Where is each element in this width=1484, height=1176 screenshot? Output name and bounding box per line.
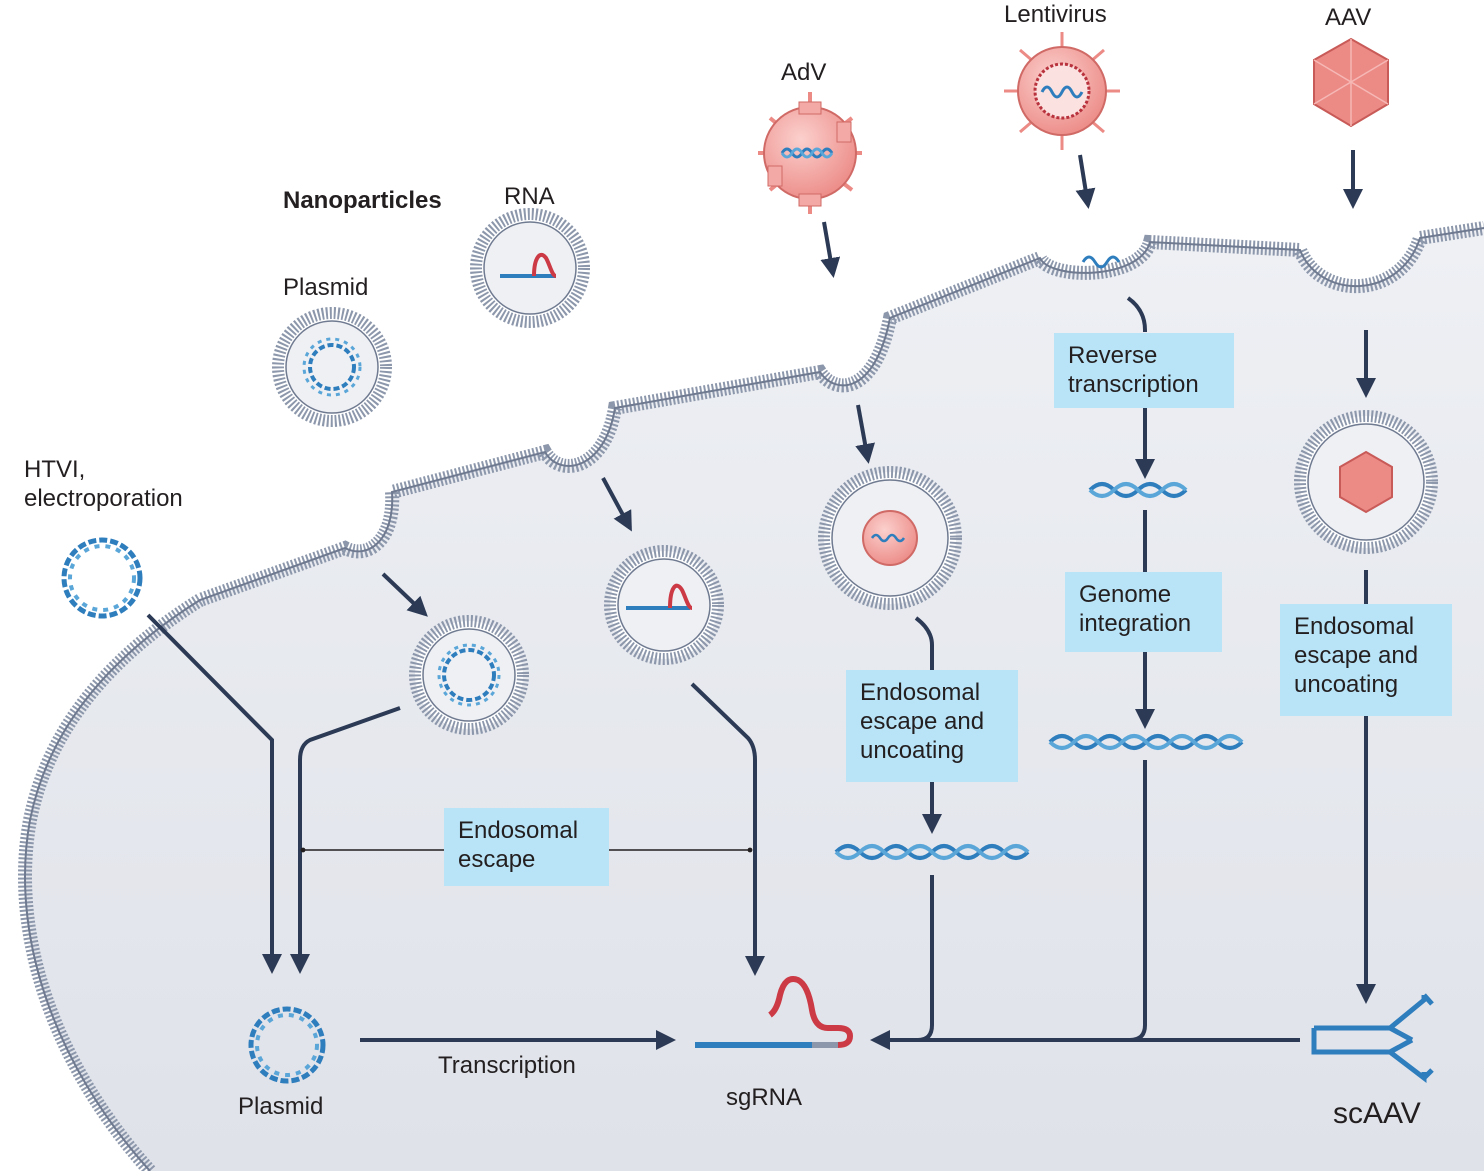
dna-helix-adv	[834, 844, 1030, 860]
plasmid-bottom-icon	[248, 1006, 326, 1084]
aav-endosomal-escape-box: Endosomal escape and uncoating	[1280, 604, 1452, 716]
aav-endosome	[1294, 410, 1438, 554]
adv-virus-icon	[758, 92, 862, 214]
adv-endosome	[818, 466, 962, 610]
plasmid-nanoparticle-label: Plasmid	[283, 274, 369, 301]
endosomal-escape-box: Endosomal escape	[444, 808, 609, 886]
dna-helix-small	[1088, 482, 1188, 498]
plasmid-nanoparticle	[272, 307, 392, 427]
htvi-label: HTVI, electroporation	[24, 456, 183, 512]
transcription-label: Transcription	[438, 1052, 576, 1079]
lentivirus-rna-icon	[1081, 255, 1121, 269]
scaav-icon	[1311, 993, 1434, 1084]
dna-helix-integrated	[1048, 734, 1244, 750]
rna-endosome	[604, 545, 724, 665]
plasmid-endosome	[409, 615, 529, 735]
adv-entry-arrow	[820, 221, 841, 278]
htvi-plasmid-icon	[61, 537, 143, 619]
genome-integration-box: Genome integration	[1065, 572, 1222, 652]
aav-capsid-icon	[1313, 37, 1389, 128]
sgrna-label: sgRNA	[726, 1084, 803, 1111]
adv-label: AdV	[781, 59, 827, 86]
nanoparticles-label: Nanoparticles	[283, 187, 442, 214]
adv-endosomal-escape-box: Endosomal escape and uncoating	[846, 670, 1018, 782]
rna-label: RNA	[504, 183, 555, 210]
sgrna-icon	[695, 976, 854, 1048]
lentivirus-icon	[1004, 32, 1120, 150]
rna-nanoparticle	[470, 208, 590, 328]
scaav-label: scAAV	[1333, 1097, 1421, 1130]
lentivirus-label: Lentivirus	[1004, 1, 1107, 28]
plasmid-bottom-label: Plasmid	[238, 1093, 324, 1120]
lentivirus-entry-arrow	[1075, 154, 1096, 209]
reverse-transcription-box: Reverse transcription	[1054, 333, 1234, 408]
cell-body	[25, 228, 1484, 1171]
aav-label: AAV	[1325, 4, 1372, 31]
